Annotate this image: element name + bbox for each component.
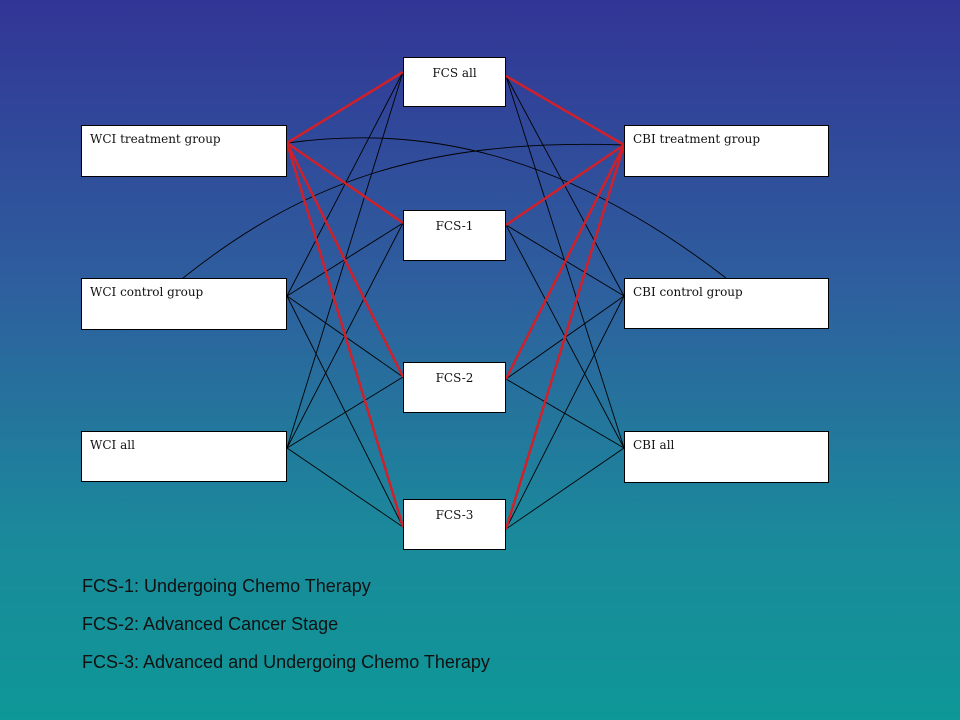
edge-wci-control-cbi-treatment xyxy=(182,143,625,279)
edge-cbi-treatment-fcs-all xyxy=(505,74,625,147)
edge-wci-treatment-cbi-control xyxy=(286,137,727,279)
edge-wci-treatment-fcs-3 xyxy=(285,142,405,528)
node-fcs-3: FCS-3 xyxy=(403,499,506,550)
edge-wci-all-fcs-3 xyxy=(286,447,404,528)
edge-wci-treatment-fcs-all xyxy=(286,70,404,145)
node-fcs-2: FCS-2 xyxy=(403,362,506,413)
node-cbi-treatment: CBI treatment group xyxy=(624,125,829,177)
node-wci-control: WCI control group xyxy=(81,278,287,330)
edge-cbi-all-fcs-3 xyxy=(505,447,625,530)
legend-item-fcs-1: FCS-1: Undergoing Chemo Therapy xyxy=(82,576,371,596)
edge-cbi-all-fcs-2 xyxy=(505,378,625,449)
edge-wci-treatment-fcs-2 xyxy=(285,142,405,378)
node-fcs-all: FCS all xyxy=(403,57,506,107)
edge-cbi-control-fcs-3 xyxy=(505,295,625,530)
legend: FCS-1: Undergoing Chemo Therapy FCS-2: A… xyxy=(82,575,490,689)
node-fcs-1: FCS-1 xyxy=(403,210,506,261)
edge-wci-control-fcs-3 xyxy=(286,295,404,528)
edge-cbi-treatment-fcs-3 xyxy=(504,144,626,530)
node-cbi-all: CBI all xyxy=(624,431,829,483)
edge-cbi-treatment-fcs-2 xyxy=(504,144,626,380)
node-wci-all: WCI all xyxy=(81,431,287,482)
edge-wci-treatment-fcs-1 xyxy=(286,141,404,225)
edge-cbi-treatment-fcs-1 xyxy=(505,143,625,227)
legend-item-fcs-3: FCS-3: Advanced and Undergoing Chemo The… xyxy=(82,652,490,672)
legend-item-fcs-2: FCS-2: Advanced Cancer Stage xyxy=(82,614,339,634)
node-wci-treatment: WCI treatment group xyxy=(81,125,287,177)
node-cbi-control: CBI control group xyxy=(624,278,829,329)
